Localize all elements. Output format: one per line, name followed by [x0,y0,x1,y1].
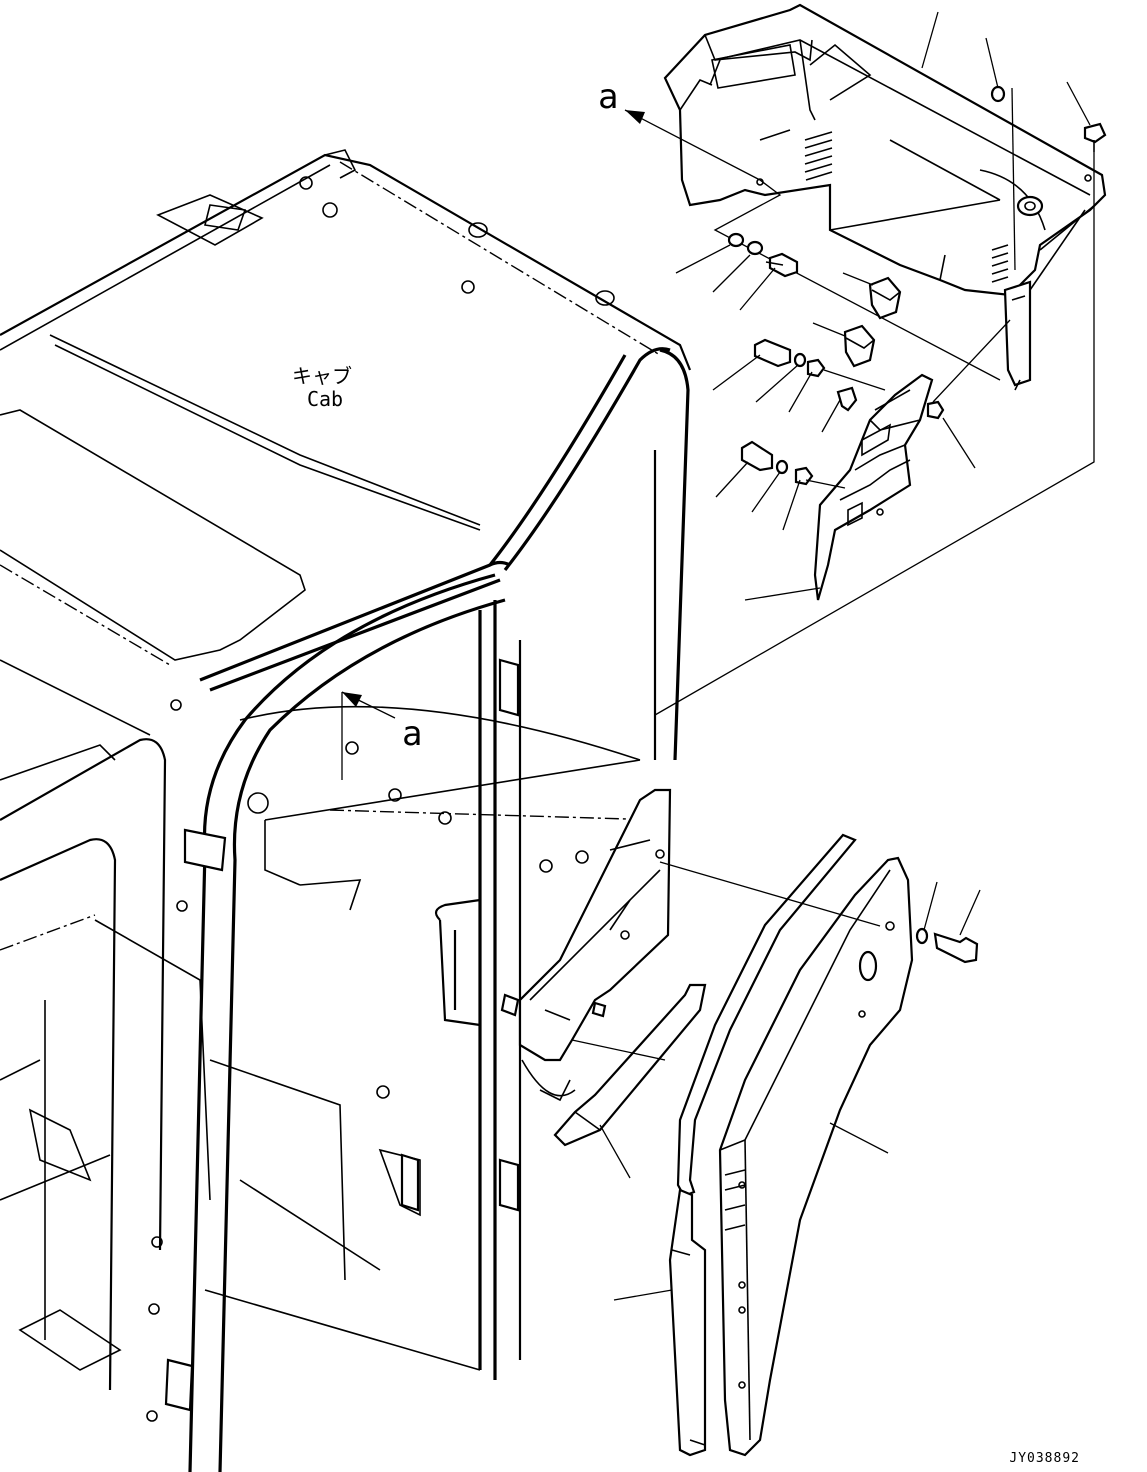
leader-lines [571,11,1095,1301]
washer-icon-4 [775,459,789,475]
nut-icon-2 [794,466,814,486]
side-cover-part [718,856,914,1457]
cab-frame [0,149,692,1472]
washer-icon-2 [746,240,764,256]
cab-label-en: Cab [307,387,343,411]
cap-icon [990,85,1006,103]
washer-icon-5 [915,927,929,945]
lower-panel-frame [500,788,672,1102]
nut-icon-3 [926,400,945,420]
trim-strip-part [553,983,707,1147]
screw-icon-top [1083,122,1107,144]
washer-icon-3 [793,352,807,368]
view-marker-mid: a [402,714,422,754]
washer-icon-1 [727,232,745,248]
view-arrow-mid [341,691,396,780]
grille-hatch-left [804,131,833,181]
view-marker-top: a [598,77,618,117]
bolt-icon-3 [740,440,774,472]
seal-strip-part [668,833,857,1457]
grille-hatch-right [991,244,1009,283]
pin-icon [836,386,858,412]
drawing-number: JY038892 [1009,1451,1080,1466]
rear-cover-part [663,3,1107,391]
side-plate-part [813,373,934,601]
view-arrow-top [624,109,1001,381]
bolt-icon-2 [753,338,792,368]
fasteners-group [727,85,1107,964]
bolt-icon-4 [933,932,979,964]
cab-label-jp: キャブ [292,364,352,388]
bolt-icon-1 [768,252,799,278]
